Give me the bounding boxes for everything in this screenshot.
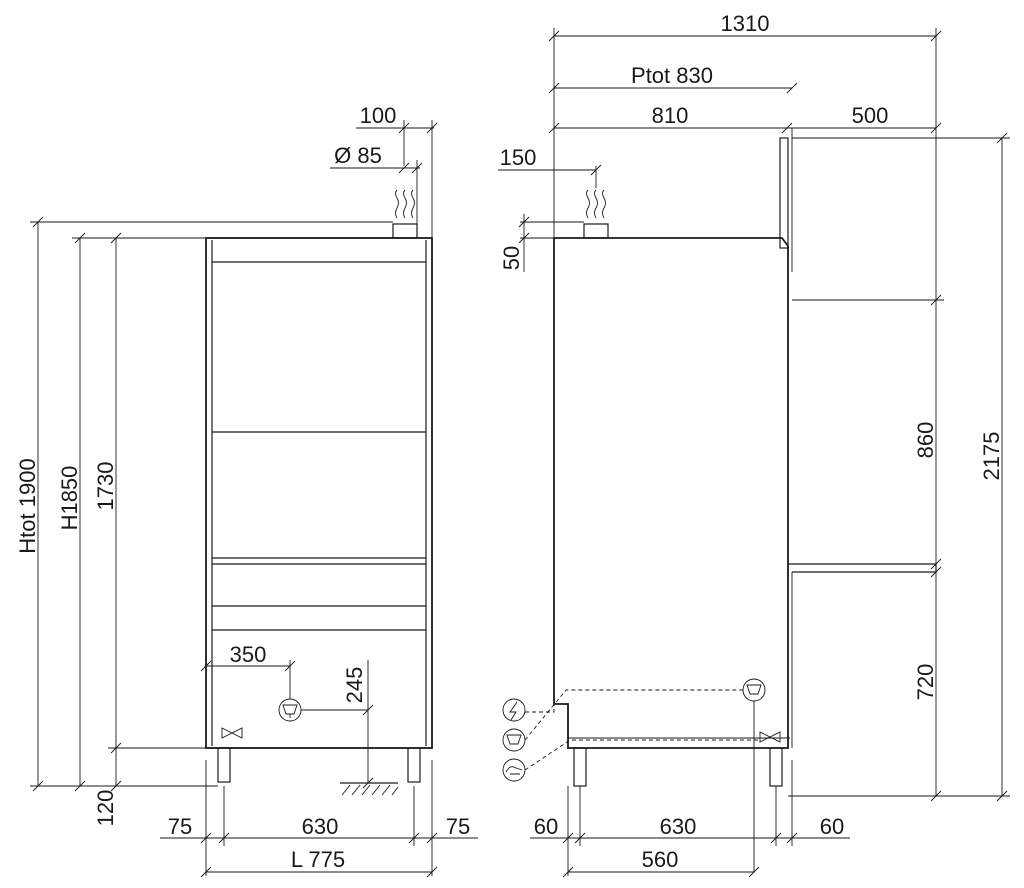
dim-left-75-label: 75 — [168, 814, 192, 839]
front-cabinet-body — [205, 237, 433, 749]
dim-right-75-label: 75 — [446, 814, 470, 839]
dim-ptot-label: Ptot 830 — [631, 63, 713, 88]
dim-560-label: 560 — [642, 847, 679, 872]
dim-860-label: 860 — [913, 422, 938, 459]
steam-exhaust-icon — [395, 189, 415, 219]
side-rear-leg — [769, 747, 783, 787]
front-left-leg — [217, 747, 231, 783]
front-view: Htot 1900 H1850 1730 120 100 Ø 85 350 24… — [15, 103, 478, 878]
dim-1310-label: 1310 — [721, 11, 770, 36]
water-valve-icon — [221, 727, 243, 739]
dim-2175-label: 2175 — [979, 432, 1004, 481]
dim-h-label: H1850 — [57, 466, 82, 531]
dim-htot-label: Htot 1900 — [15, 458, 40, 553]
dim-side-left-60-label: 60 — [534, 814, 558, 839]
front-right-leg — [407, 747, 421, 783]
dim-side-right-60-label: 60 — [820, 814, 844, 839]
water-valve-icon — [759, 731, 781, 743]
electrical-icon — [502, 698, 526, 722]
side-front-leg — [573, 747, 587, 787]
dim-630-label: 630 — [302, 814, 339, 839]
side-view: 1310 Ptot 830 810 500 150 50 860 — [498, 11, 1010, 878]
steam-exhaust-icon — [586, 189, 606, 219]
leader-drain — [524, 689, 743, 741]
water-supply-icon — [502, 758, 526, 782]
dim-150-label: 150 — [500, 145, 537, 170]
dim-diameter-label: Ø 85 — [334, 143, 382, 168]
dim-100-label: 100 — [360, 103, 397, 128]
dim-length-label: L 775 — [291, 847, 345, 872]
dim-350-label: 350 — [230, 642, 267, 667]
dim-side-630-label: 630 — [660, 814, 697, 839]
ground-hatch-icon — [340, 782, 399, 796]
side-exhaust-stub — [583, 223, 609, 239]
leader-electrical — [525, 704, 555, 713]
side-cabinet-body — [553, 237, 789, 749]
front-exhaust-stub — [392, 223, 418, 239]
drain-icon — [502, 728, 526, 752]
dim-1730-label: 1730 — [93, 462, 118, 511]
dim-50-label: 50 — [499, 246, 524, 270]
side-shelf — [788, 563, 937, 573]
dim-245-label: 245 — [342, 667, 367, 704]
dim-120-label: 120 — [93, 790, 118, 827]
dim-500-label: 500 — [852, 103, 889, 128]
side-hood-rear-panel — [779, 137, 789, 249]
dim-810-label: 810 — [652, 103, 689, 128]
dim-720-label: 720 — [913, 664, 938, 701]
